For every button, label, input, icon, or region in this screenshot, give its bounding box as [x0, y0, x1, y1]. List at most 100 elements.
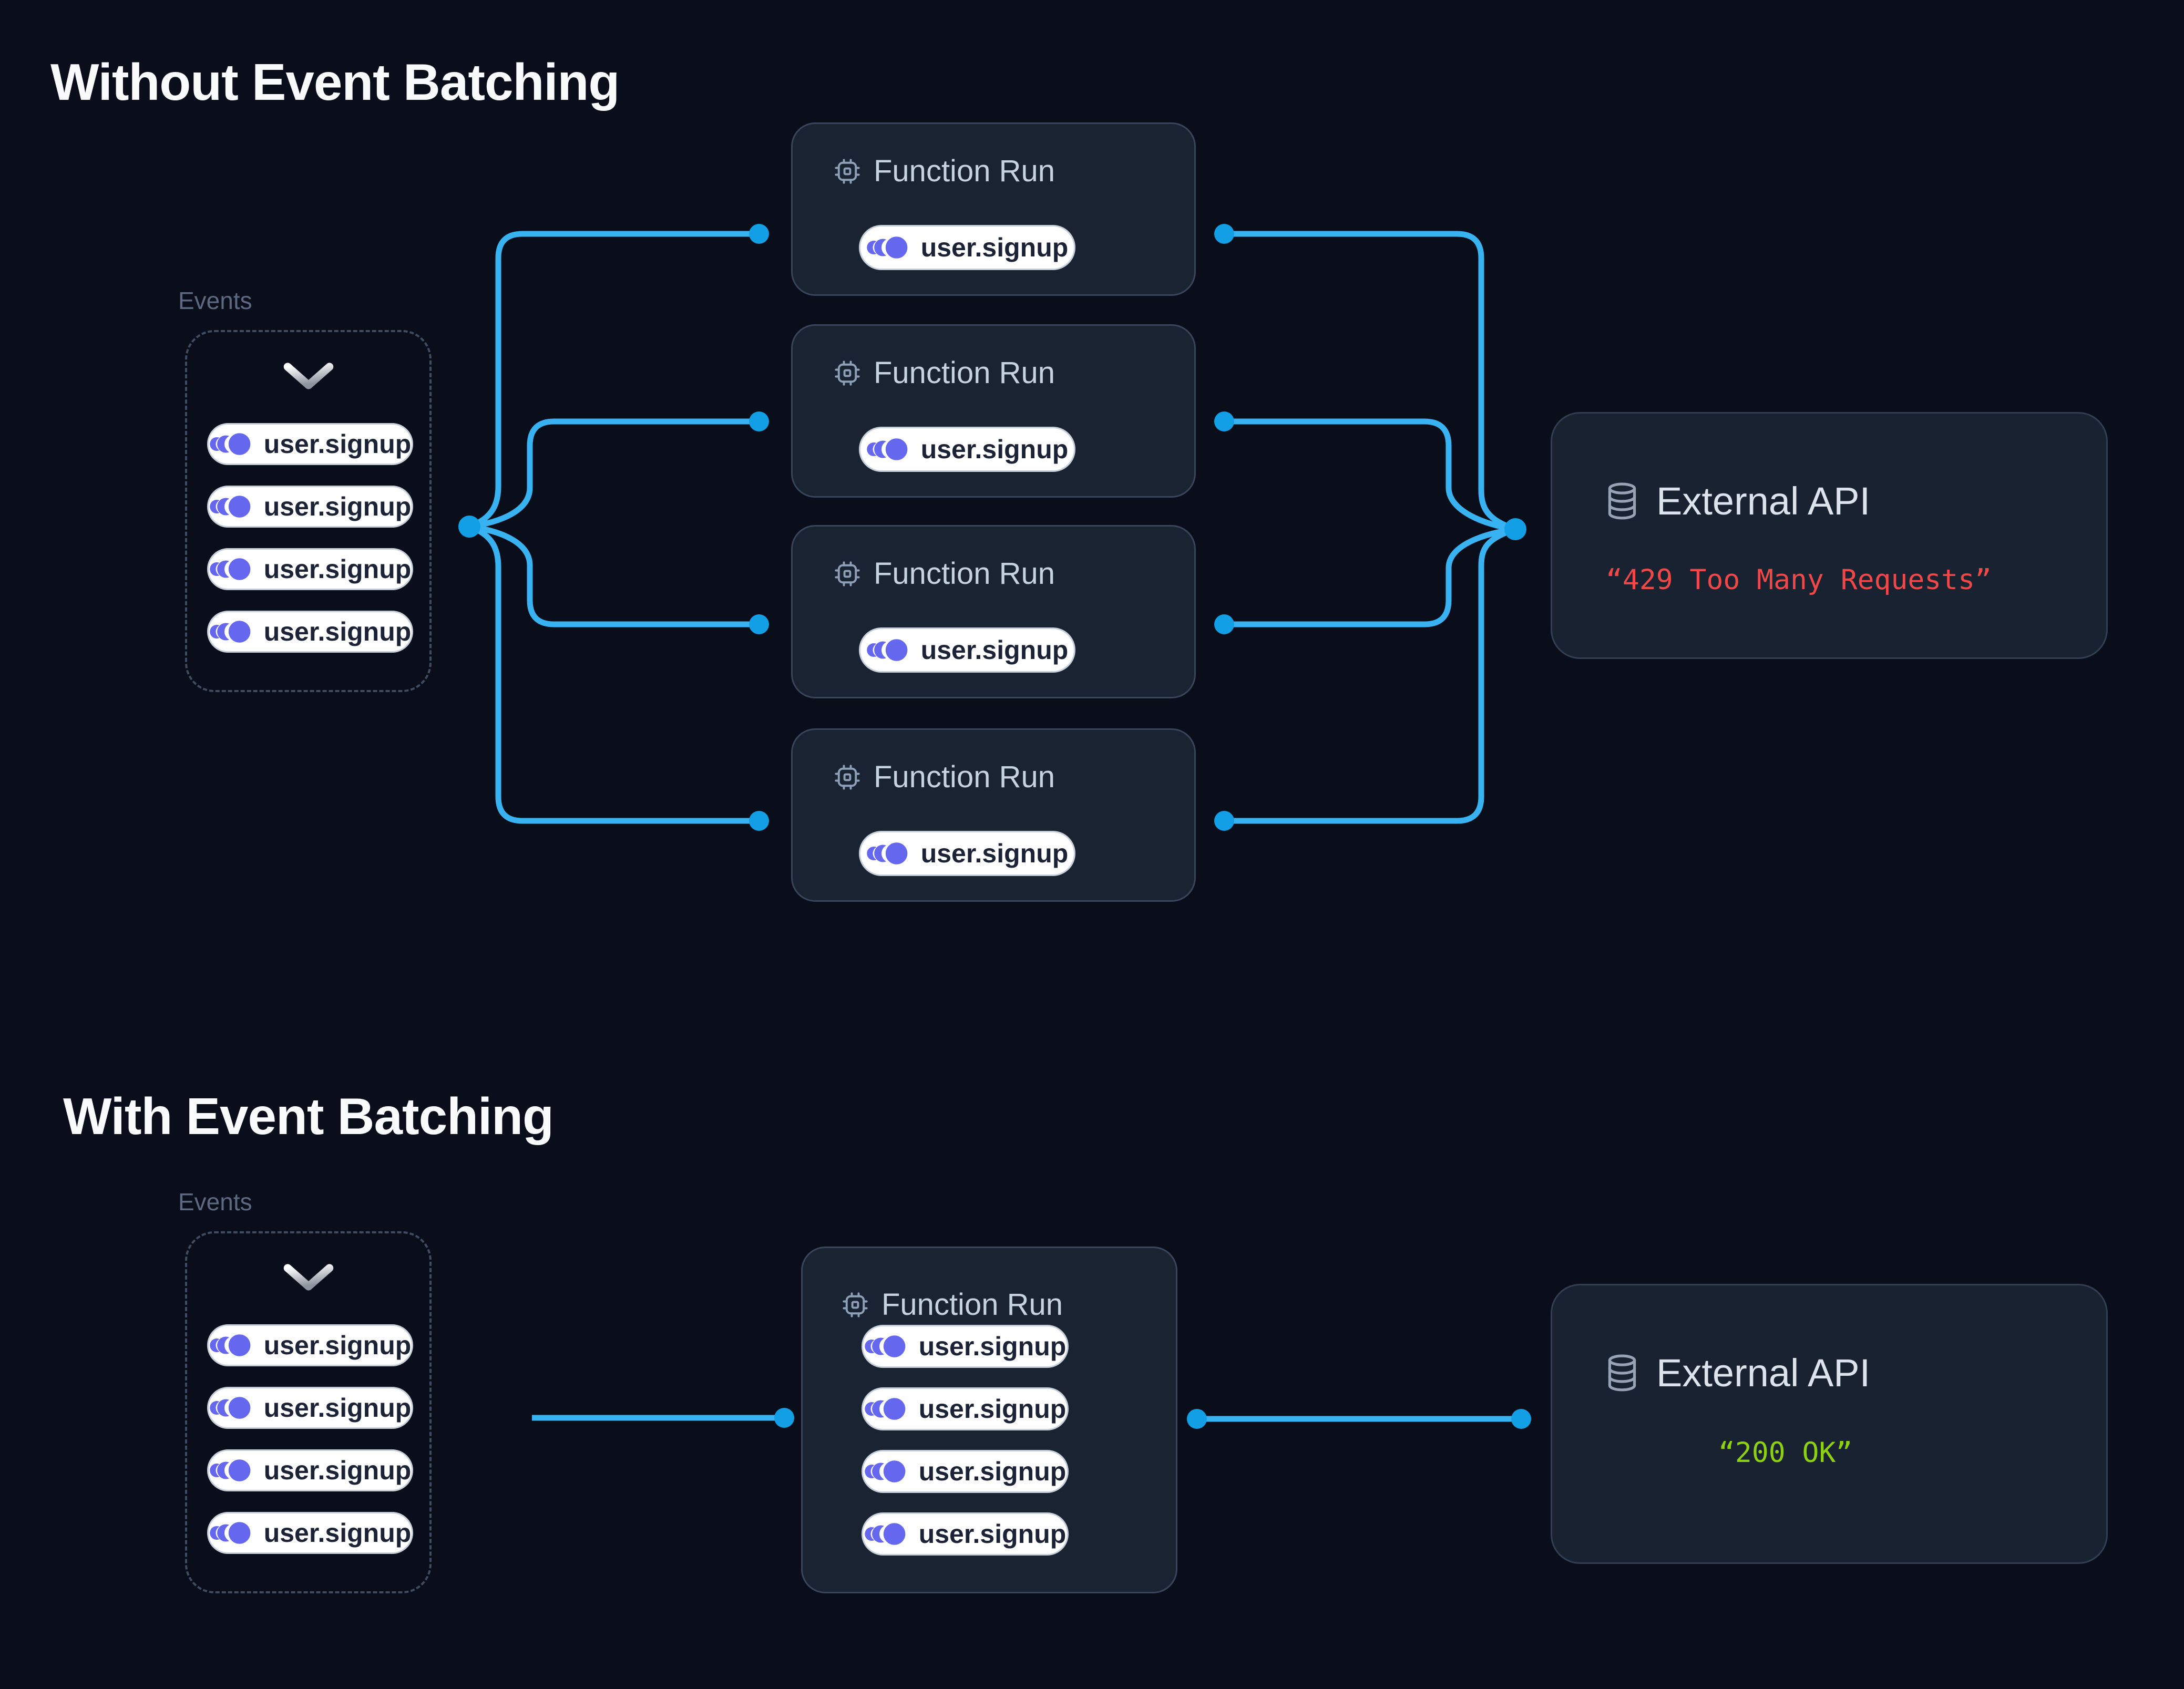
connector-path	[468, 231, 759, 530]
event-pill: user.signup	[862, 1450, 1069, 1493]
connector-dot	[1511, 1409, 1531, 1429]
function-run-title-row: Function Run	[834, 556, 1055, 591]
section-title-with-batching: With Event Batching	[63, 1087, 554, 1145]
function-run-card: Function Run user.signup	[791, 324, 1196, 498]
event-pill-label: user.signup	[918, 1394, 1067, 1424]
event-pill: user.signup	[862, 1512, 1069, 1556]
function-run-card: Function Run user.signup	[791, 122, 1196, 296]
event-pill-label: user.signup	[918, 1457, 1067, 1486]
cpu-icon	[835, 561, 860, 586]
event-pill-label: user.signup	[920, 435, 1069, 464]
event-icon	[209, 558, 251, 580]
event-pill-label: user.signup	[263, 492, 412, 521]
connector-dot	[1504, 518, 1526, 540]
function-run-title-row: Function Run	[834, 355, 1055, 390]
connector-dot	[749, 224, 769, 244]
function-run-title: Function Run	[881, 1288, 1063, 1322]
event-pill: user.signup	[862, 1325, 1069, 1368]
event-icon	[866, 639, 908, 661]
connector-dot	[774, 1408, 794, 1428]
event-pill-label: user.signup	[920, 635, 1069, 665]
event-pill: user.signup	[207, 548, 413, 590]
event-pill-label: user.signup	[918, 1519, 1067, 1549]
cpu-icon	[835, 158, 860, 184]
function-run-card: Function Run user.signup user.signup use…	[801, 1247, 1177, 1593]
event-pill: user.signup	[859, 627, 1075, 673]
function-run-title: Function Run	[874, 154, 1055, 188]
connector-dot	[1187, 1409, 1207, 1429]
section-title-without-batching: Without Event Batching	[50, 53, 620, 111]
event-icon	[866, 438, 908, 460]
connector-dot	[749, 811, 769, 831]
connector-dot	[458, 516, 480, 538]
events-box: user.signup user.signup user.signup user…	[185, 330, 432, 692]
event-icon	[866, 236, 908, 259]
connector-dot	[749, 411, 769, 431]
event-pill: user.signup	[859, 427, 1075, 472]
connector-path	[469, 418, 759, 530]
event-pill-label: user.signup	[263, 1393, 412, 1423]
connector-path	[468, 523, 759, 824]
event-icon	[864, 1523, 906, 1545]
connector-dot	[1214, 614, 1234, 634]
connector-path	[469, 523, 759, 627]
function-run-title: Function Run	[874, 760, 1055, 794]
connector-dot	[1214, 811, 1234, 831]
function-run-title-row: Function Run	[834, 153, 1055, 189]
events-box: user.signup user.signup user.signup user…	[185, 1231, 432, 1593]
cpu-icon	[835, 360, 860, 386]
chevron-down-icon	[283, 363, 333, 389]
cpu-icon	[843, 1292, 868, 1317]
connector-path	[1224, 526, 1516, 627]
event-pill: user.signup	[207, 1512, 413, 1554]
event-pill-label: user.signup	[263, 554, 412, 584]
batched-pill-stack: user.signup user.signup user.signup user…	[862, 1325, 1069, 1556]
external-api-card: External API “429 Too Many Requests”	[1551, 412, 2108, 659]
function-run-title: Function Run	[874, 356, 1055, 390]
event-pill: user.signup	[207, 611, 413, 653]
connector-dot	[1214, 411, 1234, 431]
event-icon	[209, 1397, 251, 1419]
event-icon	[209, 621, 251, 643]
event-icon	[864, 1398, 906, 1420]
event-pill-label: user.signup	[263, 1518, 412, 1548]
event-pill: user.signup	[207, 1324, 413, 1366]
event-pill-label: user.signup	[920, 839, 1069, 868]
event-pill-stack: user.signup user.signup user.signup user…	[207, 423, 413, 653]
event-pill: user.signup	[862, 1387, 1069, 1430]
event-icon	[209, 496, 251, 518]
external-api-title-row: External API	[1605, 479, 1870, 523]
event-icon	[864, 1335, 906, 1357]
event-icon	[209, 1522, 251, 1544]
chevron-down-icon	[283, 1264, 333, 1291]
connector-path	[1224, 231, 1516, 532]
connector-path	[1224, 418, 1516, 532]
connector-dot	[749, 614, 769, 634]
api-response-error: “429 Too Many Requests”	[1606, 564, 1992, 596]
event-pill-label: user.signup	[263, 429, 412, 459]
event-icon	[864, 1460, 906, 1482]
database-icon	[1608, 1354, 1636, 1391]
events-label: Events	[178, 1188, 252, 1216]
event-pill: user.signup	[859, 225, 1075, 270]
event-icon	[209, 433, 251, 455]
events-label: Events	[178, 287, 252, 314]
event-pill-label: user.signup	[263, 1456, 412, 1485]
external-api-title-row: External API	[1605, 1351, 1870, 1395]
event-pill: user.signup	[207, 1387, 413, 1429]
function-run-card: Function Run user.signup	[791, 728, 1196, 902]
event-pill-label: user.signup	[918, 1332, 1067, 1361]
external-api-title: External API	[1656, 479, 1871, 523]
event-pill-stack: user.signup user.signup user.signup user…	[207, 1324, 413, 1554]
event-pill-label: user.signup	[920, 233, 1069, 262]
event-pill-label: user.signup	[263, 617, 412, 646]
event-pill: user.signup	[207, 486, 413, 528]
event-icon	[209, 1334, 251, 1356]
event-pill-label: user.signup	[263, 1331, 412, 1360]
function-run-card: Function Run user.signup	[791, 525, 1196, 698]
api-response-success: “200 OK”	[1718, 1437, 1853, 1469]
database-icon	[1608, 482, 1636, 519]
external-api-title: External API	[1656, 1351, 1871, 1395]
